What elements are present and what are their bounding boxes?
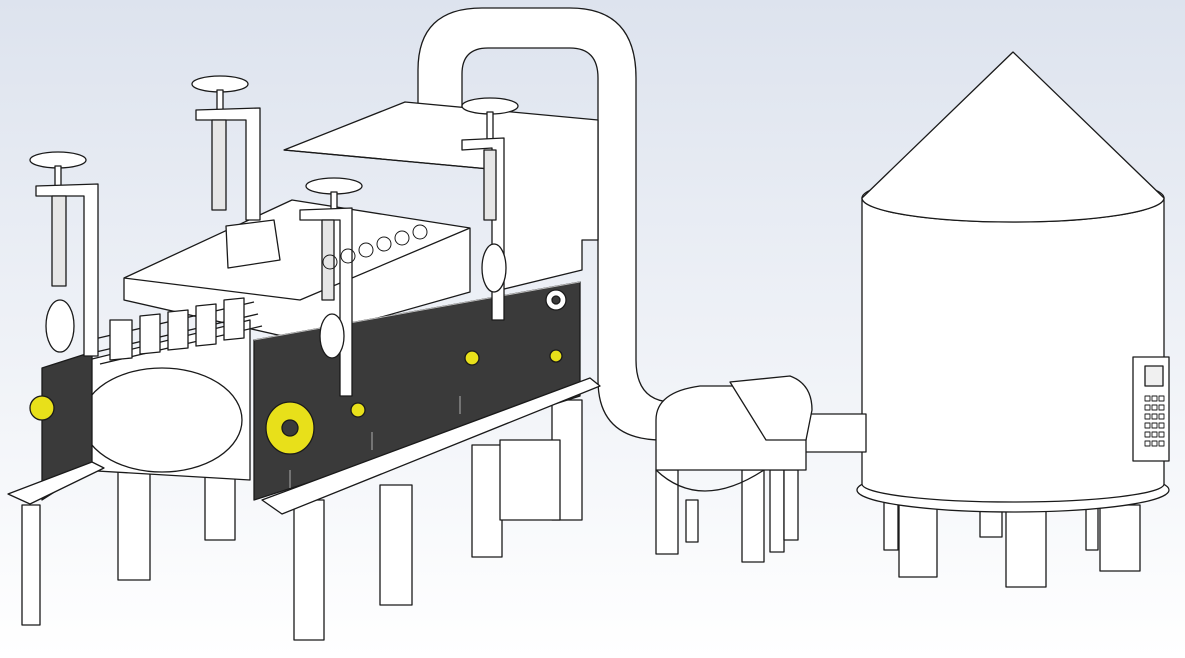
silo-cone-roof xyxy=(861,51,1165,223)
handwheel-icon[interactable] xyxy=(29,151,99,357)
belt-conveyor[interactable] xyxy=(79,297,263,481)
handwheel-icon[interactable] xyxy=(299,177,363,397)
blower-outlet xyxy=(729,375,813,441)
keypad-icon xyxy=(1144,395,1165,447)
control-panel-display xyxy=(1144,365,1164,387)
bolt-yellow-1 xyxy=(350,402,366,418)
hood-bracket xyxy=(225,219,281,269)
belt-drum xyxy=(81,367,243,473)
control-panel[interactable] xyxy=(1132,356,1170,462)
cyclone-blower[interactable] xyxy=(655,375,813,563)
sprocket-yellow-front[interactable] xyxy=(265,401,315,455)
bolt-yellow-2 xyxy=(464,350,480,366)
silo-cylinder xyxy=(861,197,1165,503)
adjustment-handwheels[interactable] xyxy=(29,75,567,397)
bolt-yellow-3 xyxy=(549,349,563,363)
blower-legs xyxy=(655,469,799,563)
blower-bottom-curve xyxy=(655,469,765,492)
drive-chain xyxy=(322,224,428,270)
left-side-plate xyxy=(7,351,105,505)
belt-slats xyxy=(89,297,263,365)
handwheel-icon[interactable] xyxy=(191,75,261,221)
handwheel-icon[interactable] xyxy=(545,289,567,311)
handwheel-icon[interactable] xyxy=(461,97,519,321)
storage-silo[interactable] xyxy=(856,51,1170,588)
sprocket-yellow-left xyxy=(29,395,55,421)
silo-legs xyxy=(883,497,1141,588)
